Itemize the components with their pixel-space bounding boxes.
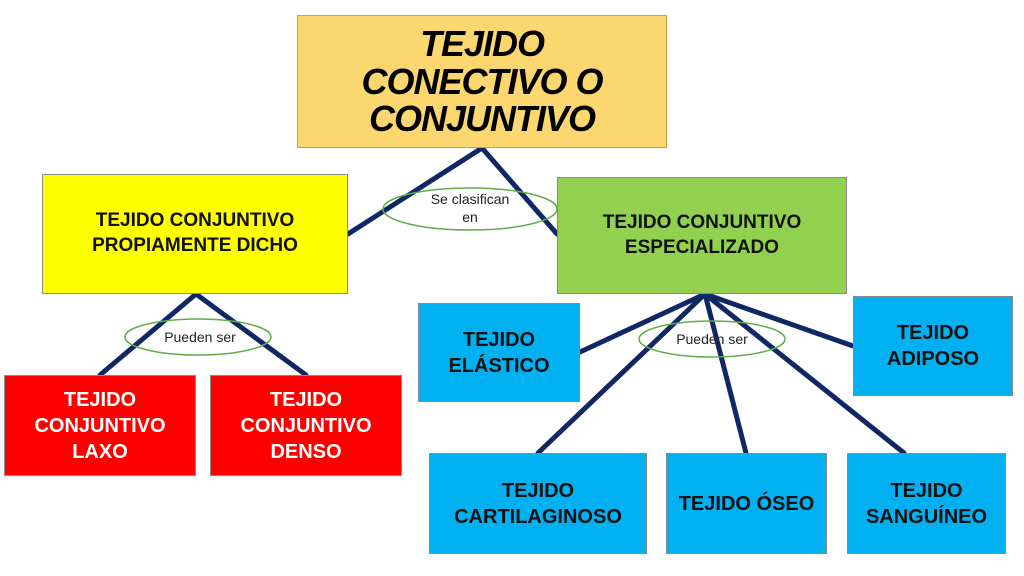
connector-propio-laxo xyxy=(97,291,199,378)
node-sang-line-1: TEJIDO xyxy=(890,479,963,502)
connector-esp-oseo xyxy=(702,291,749,456)
node-laxo-line-1: TEJIDO xyxy=(63,388,137,411)
connector-esp-cartilaginoso xyxy=(535,291,708,456)
node-propio-line-1: TEJIDO CONJUNTIVO xyxy=(95,210,295,232)
node-root-line-1: TEJIDO xyxy=(419,22,545,64)
node-laxo-line-2: CONJUNTIVO xyxy=(34,414,166,437)
node-adiposo-line-2: ADIPOSO xyxy=(886,348,980,370)
label-se-clasifican-line-2: en xyxy=(462,209,478,226)
node-root-line-3: CONJUNTIVO xyxy=(368,98,596,140)
node-denso-line-2: CONJUNTIVO xyxy=(240,414,372,437)
node-laxo: TEJIDO CONJUNTIVO LAXO xyxy=(4,375,196,476)
node-elastico-line-1: TEJIDO xyxy=(462,328,536,351)
label-pueden-ser-2: Pueden ser xyxy=(676,331,748,347)
label-se-clasifican-line-1: Se clasifican xyxy=(430,191,510,207)
node-root-tejido-conectivo: TEJIDO CONECTIVO O CONJUNTIVO xyxy=(297,15,667,148)
node-esp-line-2: ESPECIALIZADO xyxy=(624,236,780,258)
node-propio-line-2: PROPIAMENTE DICHO xyxy=(92,235,298,256)
label-pueden-ser-1: Pueden ser xyxy=(164,329,236,345)
node-especializado: TEJIDO CONJUNTIVO ESPECIALIZADO xyxy=(557,177,847,294)
node-oseo-line-1: TEJIDO ÓSEO xyxy=(678,492,815,515)
connector-esp-sanguineo xyxy=(702,291,907,456)
connector-esp-elastico xyxy=(577,291,708,355)
label-se-clasifican: Se clasifican en xyxy=(418,190,522,226)
node-denso: TEJIDO CONJUNTIVO DENSO xyxy=(210,375,402,476)
node-cart-line-1: TEJIDO xyxy=(501,479,575,502)
node-root-line-2: CONECTIVO O xyxy=(361,60,603,102)
node-cart-line-2: CARTILAGINOSO xyxy=(454,505,622,528)
ellipse-pueden-2 xyxy=(638,320,786,358)
ellipse-pueden-1 xyxy=(124,318,272,356)
node-cartilaginoso: TEJIDO CARTILAGINOSO xyxy=(429,453,647,554)
connector-esp-adiposo xyxy=(702,291,856,349)
node-esp-line-1: TEJIDO CONJUNTIVO xyxy=(602,211,802,233)
node-sang-line-2: SANGUÍNEO xyxy=(865,505,988,528)
node-elastico: TEJIDO ELÁSTICO xyxy=(418,303,580,402)
node-propiamente-dicho: TEJIDO CONJUNTIVO PROPIAMENTE DICHO xyxy=(42,174,348,294)
node-adiposo-line-1: TEJIDO xyxy=(896,322,970,344)
node-sanguineo: TEJIDO SANGUÍNEO xyxy=(847,453,1006,554)
node-elastico-line-2: ELÁSTICO xyxy=(448,354,550,377)
node-adiposo: TEJIDO ADIPOSO xyxy=(853,296,1013,396)
connector-propio-denso xyxy=(193,291,309,378)
connector-root-propio xyxy=(345,145,485,237)
node-oseo: TEJIDO ÓSEO xyxy=(666,453,827,554)
node-denso-line-3: DENSO xyxy=(270,440,342,463)
node-denso-line-1: TEJIDO xyxy=(269,388,343,411)
node-laxo-line-3: LAXO xyxy=(72,440,128,463)
